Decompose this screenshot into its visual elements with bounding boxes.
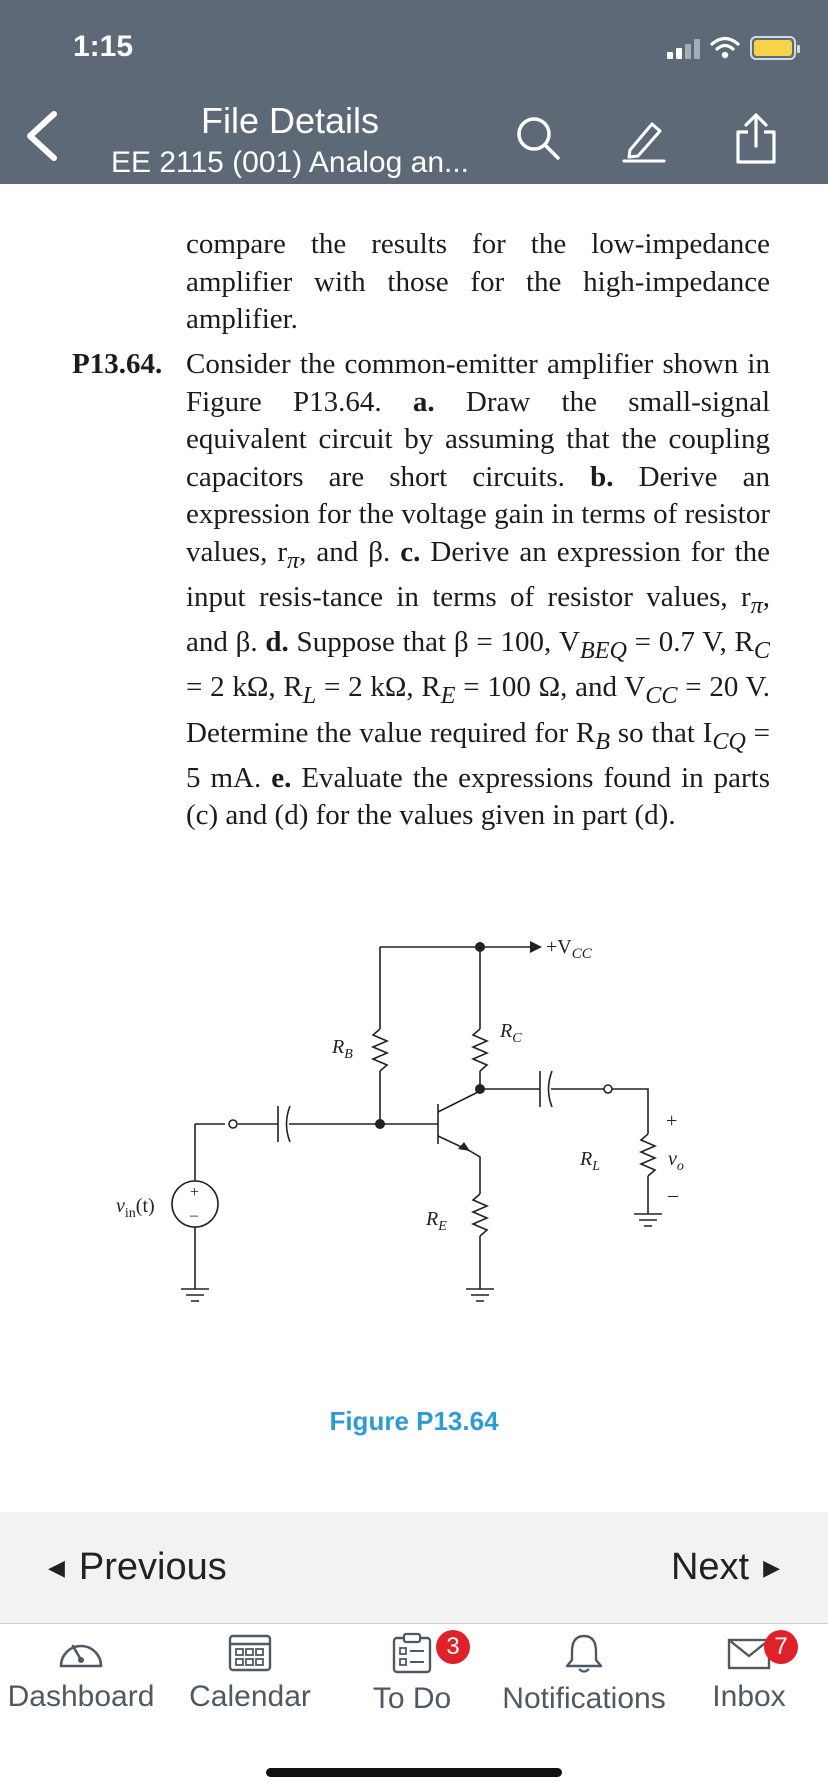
rb-label: RB — [331, 1036, 353, 1062]
status-time: 1:15 — [73, 30, 134, 63]
search-icon[interactable] — [512, 112, 564, 164]
todo-badge: 3 — [436, 1630, 470, 1664]
tab-todo[interactable]: 3 To Do — [352, 1630, 472, 1716]
vo-plus: + — [666, 1110, 677, 1132]
rc-label: RC — [499, 1020, 522, 1046]
annotate-pen-icon[interactable] — [618, 112, 670, 164]
vo-minus: – — [667, 1184, 679, 1206]
vcc-label: +VCC — [546, 936, 593, 962]
document-viewer[interactable]: compare the results for the low-impedanc… — [0, 184, 828, 1512]
problem-statement: Consider the common-emitter amplifier sh… — [186, 348, 771, 832]
bottom-tab-bar: Dashboard Calendar 3 T — [0, 1624, 828, 1792]
tab-label: To Do — [372, 1682, 452, 1715]
chevron-right-icon: ▶ — [763, 1554, 780, 1580]
vo-label: vo — [668, 1148, 684, 1174]
tab-label: Calendar — [189, 1680, 311, 1713]
previous-button[interactable]: ◀ Previous — [48, 1546, 227, 1589]
intro-paragraph: compare the results for the low-impedanc… — [186, 228, 770, 335]
cellular-signal-icon — [667, 37, 700, 59]
file-nav-bar: ◀ Previous Next ▶ — [0, 1512, 828, 1624]
tab-notifications[interactable]: Notifications — [492, 1632, 676, 1716]
header-bar: 1:15 File Details EE 2115 (001) Analog a… — [0, 0, 828, 184]
bell-icon — [565, 1634, 603, 1673]
tab-dashboard[interactable]: Dashboard — [6, 1632, 156, 1714]
circuit-diagram: +VCC RC RB RE RL + vo – + – vin(t) — [116, 936, 684, 1302]
share-icon[interactable] — [730, 112, 782, 164]
vin-label: vin(t) — [116, 1195, 155, 1221]
source-minus: – — [189, 1207, 199, 1224]
tab-label: Dashboard — [7, 1680, 155, 1713]
tab-label: Notifications — [502, 1682, 666, 1715]
re-label: RE — [425, 1208, 447, 1234]
todo-clipboard-icon — [392, 1632, 432, 1674]
problem-number: P13.64. — [72, 348, 163, 380]
next-label: Next — [670, 1546, 750, 1588]
tab-label: Inbox — [712, 1680, 786, 1713]
back-chevron-icon[interactable] — [20, 108, 70, 164]
home-indicator[interactable] — [266, 1768, 562, 1777]
tab-inbox[interactable]: 7 Inbox — [694, 1630, 804, 1714]
wifi-icon — [710, 36, 740, 59]
chevron-left-icon: ◀ — [48, 1554, 65, 1580]
rl-label: RL — [579, 1148, 600, 1174]
figure-caption: Figure P13.64 — [329, 1406, 499, 1436]
course-subtitle: EE 2115 (001) Analog an... — [110, 146, 470, 179]
source-plus: + — [190, 1184, 199, 1201]
page-title: File Details — [200, 100, 380, 141]
battery-icon — [750, 36, 800, 60]
inbox-badge: 7 — [764, 1630, 798, 1664]
status-icons — [667, 36, 800, 60]
tab-calendar[interactable]: Calendar — [180, 1632, 320, 1714]
next-button[interactable]: Next ▶ — [671, 1546, 780, 1589]
calendar-icon — [228, 1634, 272, 1672]
previous-label: Previous — [78, 1546, 227, 1588]
dashboard-icon — [59, 1644, 103, 1668]
